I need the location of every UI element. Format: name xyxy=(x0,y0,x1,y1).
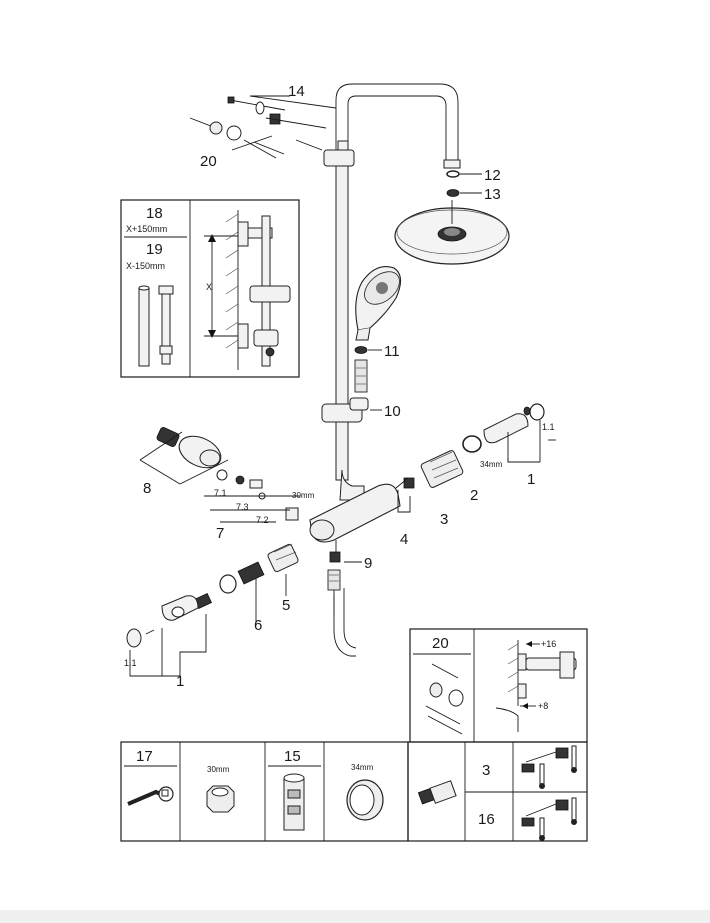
cell-30mm: 30mm xyxy=(207,765,230,774)
left-lower-group xyxy=(126,543,299,677)
bottom-cartridge-panel: 3 16 xyxy=(407,741,588,842)
right-valve-group xyxy=(395,403,556,513)
cell-3: 3 xyxy=(482,762,490,779)
bottom-tools-panel: 17 30mm 15 34mm xyxy=(120,741,409,842)
callout-6: 6 xyxy=(254,617,262,634)
callout-7-1: 7.1 xyxy=(214,488,227,498)
inset-20-dim-8: +8 xyxy=(538,701,548,711)
callout-5: 5 xyxy=(282,597,290,614)
inset-label-19-sub: X-150mm xyxy=(126,261,165,271)
callout-20: 20 xyxy=(200,153,217,170)
cell-34mm: 34mm xyxy=(351,763,374,772)
callout-2: 2 xyxy=(470,487,478,504)
callout-8: 8 xyxy=(143,480,151,497)
inset-20-title: 20 xyxy=(432,635,449,652)
callout-14: 14 xyxy=(288,83,305,100)
inset-dim-x: X xyxy=(206,282,212,292)
inset-label-18: 18 xyxy=(146,205,163,222)
thermostat-body xyxy=(309,483,401,563)
callout-34mm: 34mm xyxy=(480,460,503,469)
callout-7-3: 7.3 xyxy=(236,502,249,512)
inset-20-dim-16: +16 xyxy=(541,639,556,649)
callout-4: 4 xyxy=(400,531,408,548)
shower-riser xyxy=(321,83,510,657)
head-shower xyxy=(394,200,510,265)
thermo-cartridge-icon xyxy=(417,780,457,805)
hand-shower xyxy=(355,266,402,341)
callout-3: 3 xyxy=(440,511,448,528)
slider-holder xyxy=(321,397,369,423)
callout-10: 10 xyxy=(384,403,401,420)
wall-bracket-upper xyxy=(323,149,355,167)
callout-30mm: 30mm xyxy=(292,491,315,500)
callout-12: 12 xyxy=(484,167,501,184)
riser-pipe xyxy=(335,149,349,481)
wall-fixing-upper xyxy=(189,95,337,159)
cartridge-icon xyxy=(283,773,305,831)
page-footer-strip xyxy=(0,910,710,923)
wrench-icon xyxy=(127,786,174,806)
cell-16: 16 xyxy=(478,811,495,828)
callout-7-2: 7.2 xyxy=(256,515,269,525)
callout-1-1-right: 1.1 xyxy=(542,422,555,432)
nut-icon xyxy=(206,785,235,813)
thermometer-icon xyxy=(521,797,577,841)
handle-8-group xyxy=(139,427,300,523)
inset-wall-spacing: 20 +16 +8 xyxy=(409,628,588,743)
callout-13: 13 xyxy=(484,186,501,203)
cell-15: 15 xyxy=(284,748,301,765)
cell-17: 17 xyxy=(136,748,153,765)
callout-9: 9 xyxy=(364,555,372,572)
callout-7: 7 xyxy=(216,525,224,542)
ring-nut-icon xyxy=(346,779,384,821)
callout-11: 11 xyxy=(384,343,400,360)
inset-label-18-sub: X+150mm xyxy=(126,224,167,234)
callout-1-right: 1 xyxy=(527,471,535,488)
callout-1-1-left: 1.1 xyxy=(124,658,137,668)
inset-extension: 18 X+150mm 19 X-150mm X xyxy=(120,199,300,378)
callout-1-left: 1 xyxy=(176,673,184,690)
thermometer-icon xyxy=(521,745,577,789)
inset-label-19: 19 xyxy=(146,241,163,258)
